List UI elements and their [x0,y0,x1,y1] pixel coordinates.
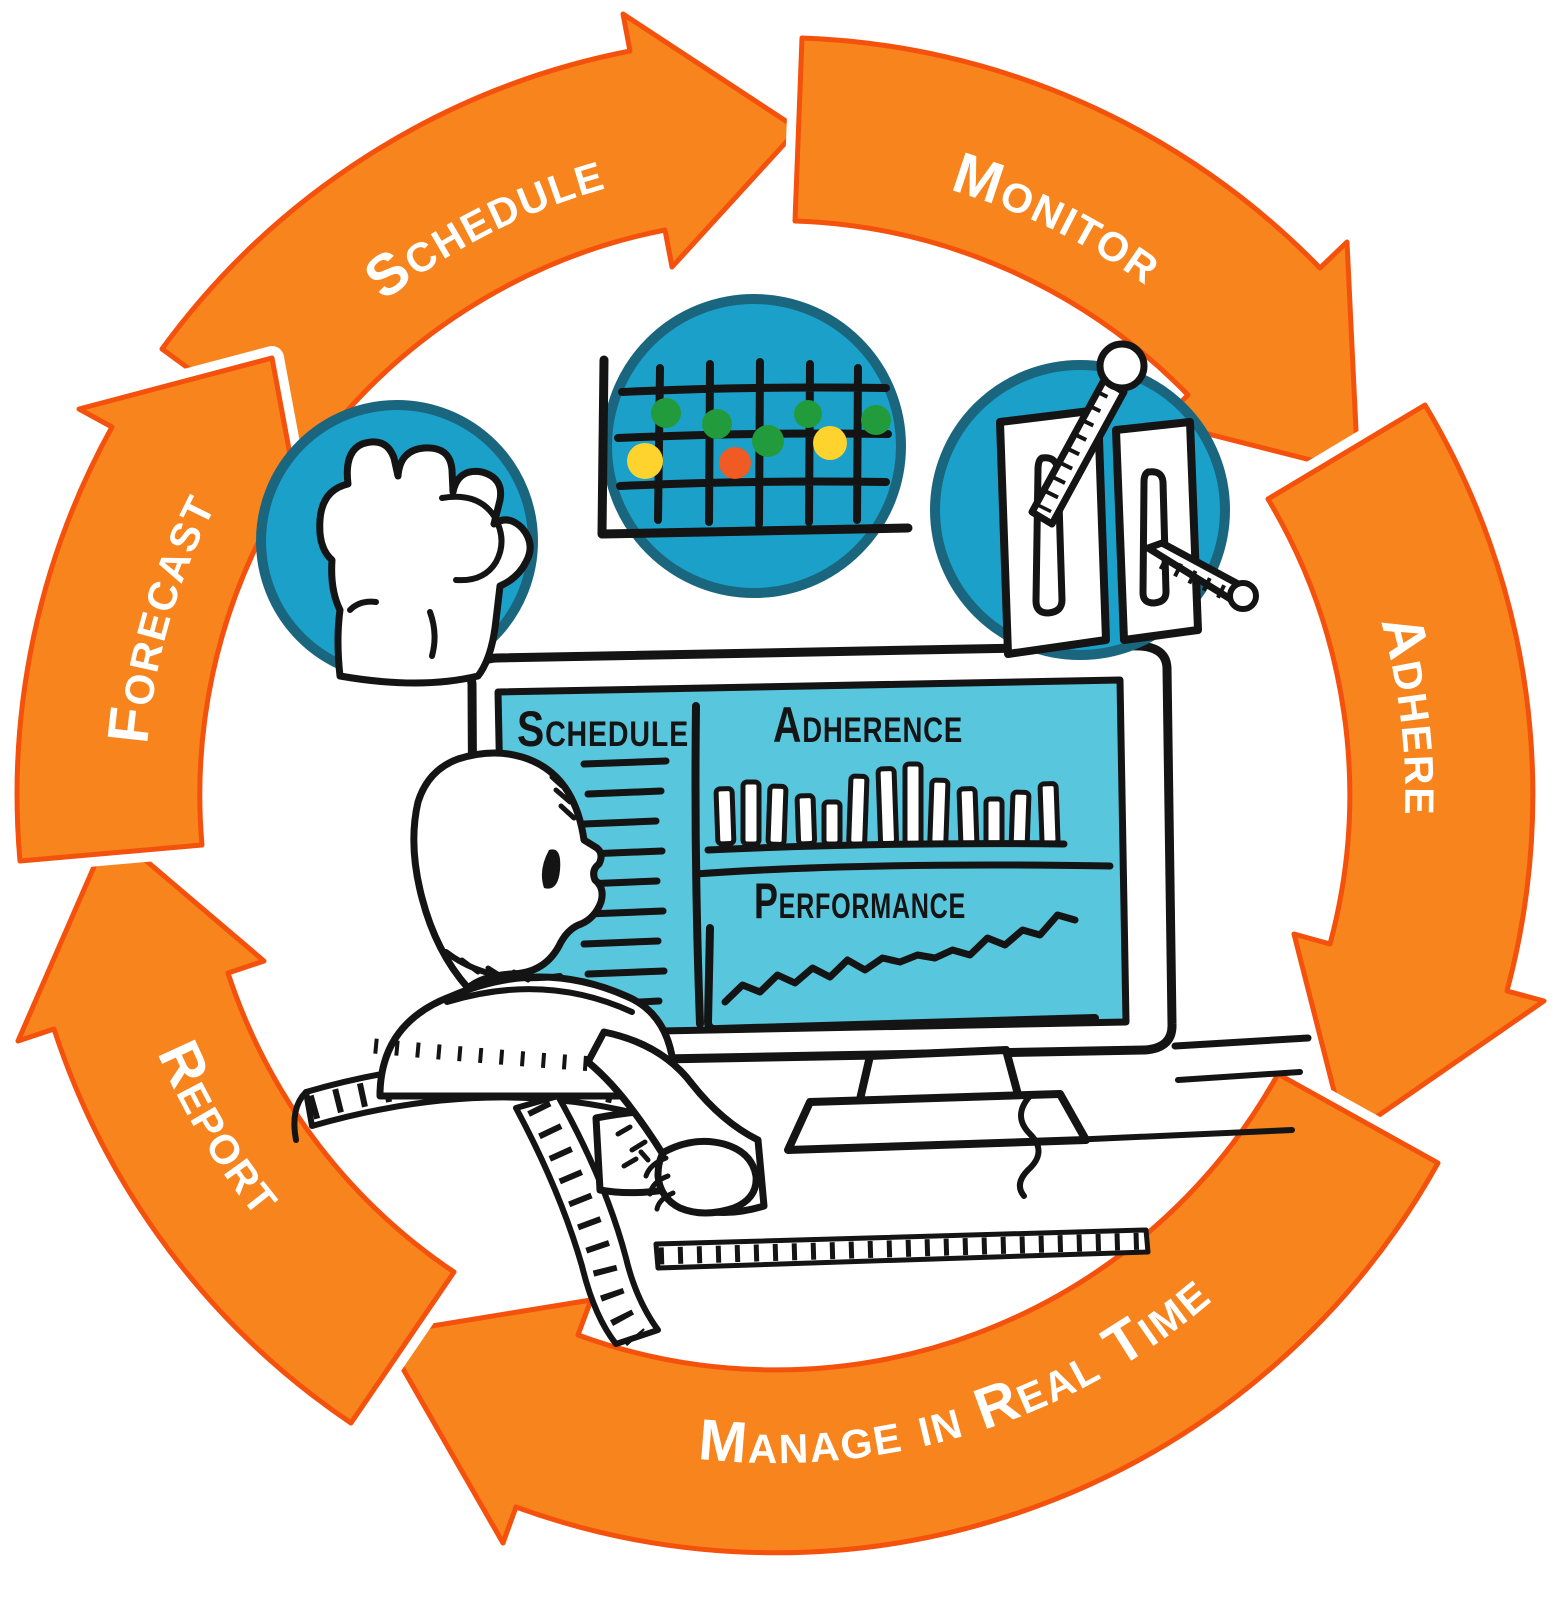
schedule-row-line [580,937,662,948]
desk-edge-line [1067,1127,1295,1143]
chair-edge [291,1089,309,1143]
schedule-row-line [584,787,665,798]
chair-armrest-hatch [527,1100,646,1347]
fingers [643,1155,676,1212]
person-ear [541,849,561,889]
screen-panel-title-schedule: Schedule [517,701,689,757]
screen-panel-title-adherence: Adherence [773,697,963,753]
adherence-bar [983,796,1005,847]
fist-icon [256,400,538,687]
performance-axis [704,924,1099,1034]
adherence-bar [846,773,870,847]
screen-section-divider [692,861,1114,878]
slider-slot-right [1139,468,1170,607]
status-dot-green [794,400,822,428]
adherence-bar [821,799,843,847]
status-dot-orange [719,447,751,479]
sliders-icon [930,340,1259,660]
ruler-knob-1 [1096,340,1148,392]
screen-panel-title-performance: Performance [754,873,966,929]
person-head [410,749,606,992]
schedule-row-line [580,817,660,828]
adherence-bar [902,761,924,847]
ruler-knob-2 [1227,580,1259,612]
status-dot-yellow [813,426,847,460]
screen-panel-divider [691,702,704,1028]
chart-axis [597,355,913,539]
adherence-bar [765,783,789,847]
monitor-cable [1016,1093,1042,1199]
person-hand [654,1137,760,1217]
collar-seam [444,986,635,1015]
hair-ticks [549,774,577,821]
performance-line-series [721,911,1079,1006]
status-dot-green [702,409,732,439]
grid-chart-icon [597,294,913,598]
adherence-bar [794,793,818,847]
adherence-bar [927,777,951,847]
desk-edge-line [1171,1034,1312,1050]
adherence-bar [1008,789,1032,847]
schedule-row-line [584,907,667,918]
adherence-bar [713,786,737,847]
adherence-bar [875,766,899,847]
ruler-ticks-2 [1158,555,1230,601]
adherence-bar [1037,781,1061,847]
thumb-line [439,493,505,584]
slider-panel-right [1112,418,1202,644]
hair-ticks [459,957,531,983]
adherence-bar [740,779,762,847]
status-dot-green [752,425,784,457]
adherence-baseline [704,840,1068,854]
performance-line-chart [721,911,1079,1006]
adherence-bar [956,786,980,847]
schedule-row-line [580,757,670,768]
status-dot-green [651,398,681,428]
person-at-computer [291,749,768,1347]
ruler-ticks-1 [1037,388,1109,514]
keyboard-keys [615,1124,651,1169]
status-dot-green [861,405,891,435]
desk-edge-line [1175,1069,1303,1083]
monitor-stand-base [784,1090,1090,1154]
schedule-row-line [584,967,668,978]
status-dot-yellow [627,443,663,479]
keyboard-tray [653,1227,1151,1271]
fist-fold-lines [347,598,438,659]
status-dots [627,398,891,479]
